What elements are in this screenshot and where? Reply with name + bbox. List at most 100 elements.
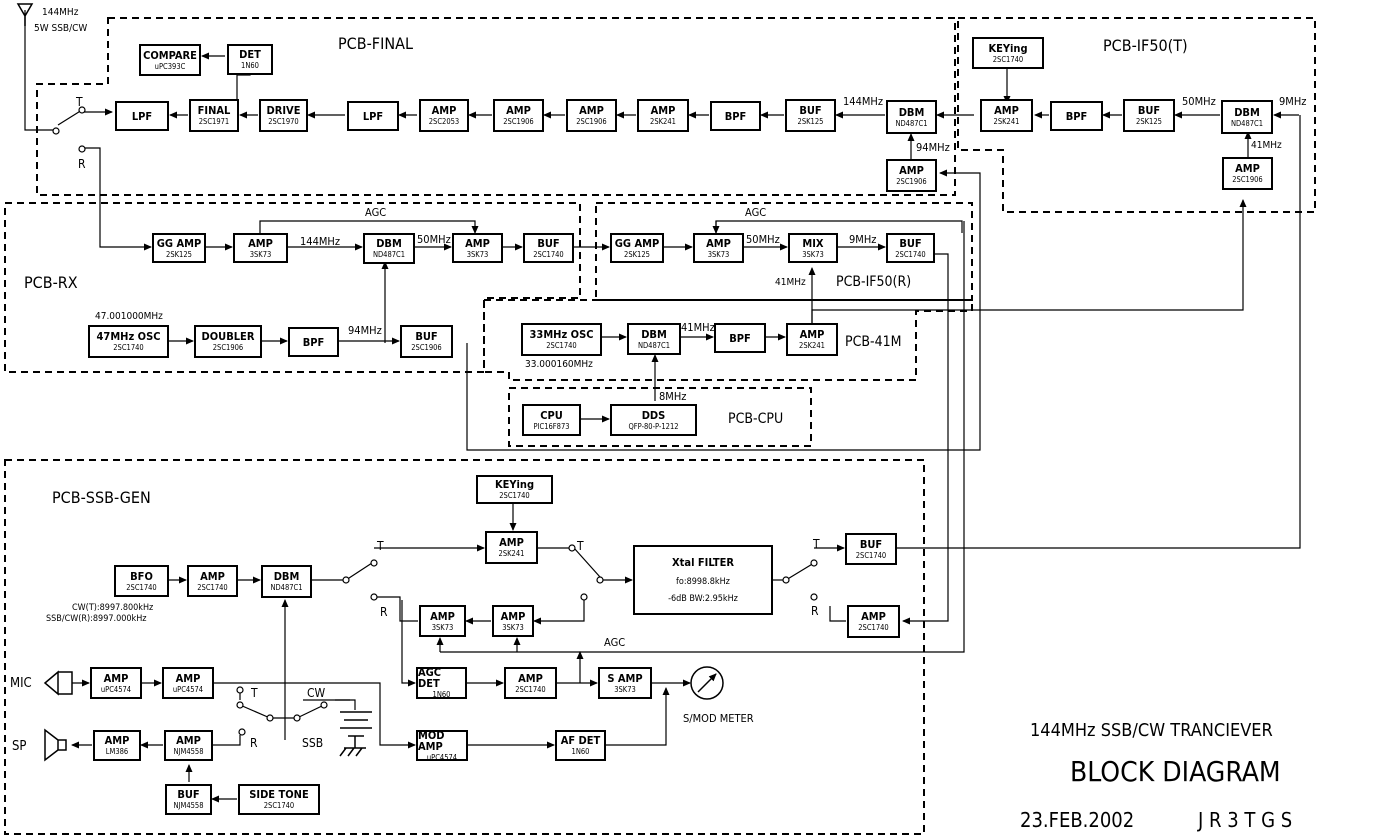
label-f144b: 144MHz: [300, 235, 341, 248]
block-part: 1N60: [241, 61, 259, 71]
block-part: NJM4558: [173, 747, 204, 757]
label-t1: T: [76, 95, 83, 109]
block-part: 1N60: [571, 747, 590, 757]
label-r2: R: [380, 605, 388, 619]
block-part: 2SC1906: [411, 343, 442, 353]
block-part: fo:8998.8kHz: [676, 576, 730, 587]
block-part: ND487C1: [372, 250, 406, 260]
block-name: GG AMP: [614, 236, 660, 250]
block-part: 2SK241: [650, 117, 676, 127]
block-name: AMP: [506, 104, 531, 118]
block-name: DOUBLER: [201, 330, 255, 344]
label-f41b: 41MHz: [775, 277, 806, 288]
pcb-boundaries: [4, 17, 1316, 835]
block-part: 2SK241: [799, 341, 825, 351]
block-name: GG AMP: [156, 236, 202, 250]
block-name: AGC DET: [418, 666, 442, 691]
label-osc47f: 47.001000MHz: [95, 311, 163, 322]
block-part: 2SC1906: [1232, 175, 1263, 185]
label-f41a: 41MHz: [1251, 140, 1282, 151]
block-name: BUF: [177, 788, 200, 802]
block-part: 2SC1740: [263, 801, 295, 811]
label-f94a: 94MHz: [916, 141, 950, 154]
block-part: 2SC1740: [515, 684, 546, 694]
block-name: AMP: [248, 236, 273, 250]
block-name: AMP: [103, 671, 129, 685]
label-ant1: 144MHz: [42, 7, 79, 18]
block-lpf2: LPF: [347, 101, 399, 131]
label-r4: R: [811, 604, 819, 618]
block-name: AMP: [706, 236, 731, 250]
block-part: 2SC1740: [499, 491, 530, 501]
section-pcb-41m: PCB-41M: [845, 334, 902, 350]
block-part: 2SC1740: [546, 341, 577, 351]
block-part: NJM4558: [173, 801, 204, 811]
block-name: BUF: [799, 104, 822, 118]
label-r1: R: [78, 157, 86, 171]
section-pcb-ssb-gen: PCB-SSB-GEN: [52, 488, 151, 507]
block-name: BUF: [415, 330, 438, 344]
label-bfo2: SSB/CW(R):8997.000kHz: [46, 614, 147, 624]
switch-contacts: [52, 106, 818, 736]
author: J R 3 T G S: [1198, 808, 1293, 832]
label-f50b: 50MHz: [417, 233, 451, 246]
block-name: DBM: [898, 105, 925, 119]
block-part: 2SC1906: [212, 343, 244, 353]
label-t3: T: [577, 539, 584, 553]
label-f50c: 50MHz: [746, 233, 780, 246]
block-name: AMP: [430, 609, 455, 623]
block-name: DDS: [641, 408, 666, 422]
block-part: 2SC1906: [503, 117, 534, 127]
block-name: CPU: [540, 408, 563, 422]
date: 23.FEB.2002: [1020, 808, 1135, 832]
xtal-bw: -6dB BW:2.95kHz: [668, 593, 738, 604]
label-f41c: 41MHz: [681, 321, 715, 334]
label-r5: R: [250, 736, 258, 750]
label-f94b: 94MHz: [348, 324, 382, 337]
label-agc3: AGC: [604, 636, 626, 649]
block-name: BUF: [537, 236, 560, 250]
block-part: ND487C1: [895, 118, 928, 128]
block-name: AMP: [200, 569, 225, 583]
block-name: AMP: [1235, 162, 1260, 176]
block-part: PIC16F873: [533, 421, 570, 431]
block-name: SIDE TONE: [249, 788, 309, 802]
block-part: uPC4574: [172, 684, 204, 694]
block-part: uPC393C: [154, 61, 186, 71]
block-part: 2SC1740: [113, 343, 144, 353]
block-name: AMP: [861, 610, 886, 624]
label-f9a: 9MHz: [1279, 95, 1307, 108]
block-name: AF DET: [560, 734, 601, 748]
block-name: BUF: [859, 537, 883, 551]
section-pcb-cpu: PCB-CPU: [728, 411, 784, 427]
label-t4: T: [813, 537, 820, 551]
block-part: 3SK73: [614, 684, 636, 694]
block-name: AMP: [499, 536, 524, 550]
label-bfo1: CW(T):8997.800kHz: [72, 603, 154, 613]
block-name: LPF: [362, 109, 384, 123]
block-name: 33MHz OSC: [529, 328, 594, 342]
